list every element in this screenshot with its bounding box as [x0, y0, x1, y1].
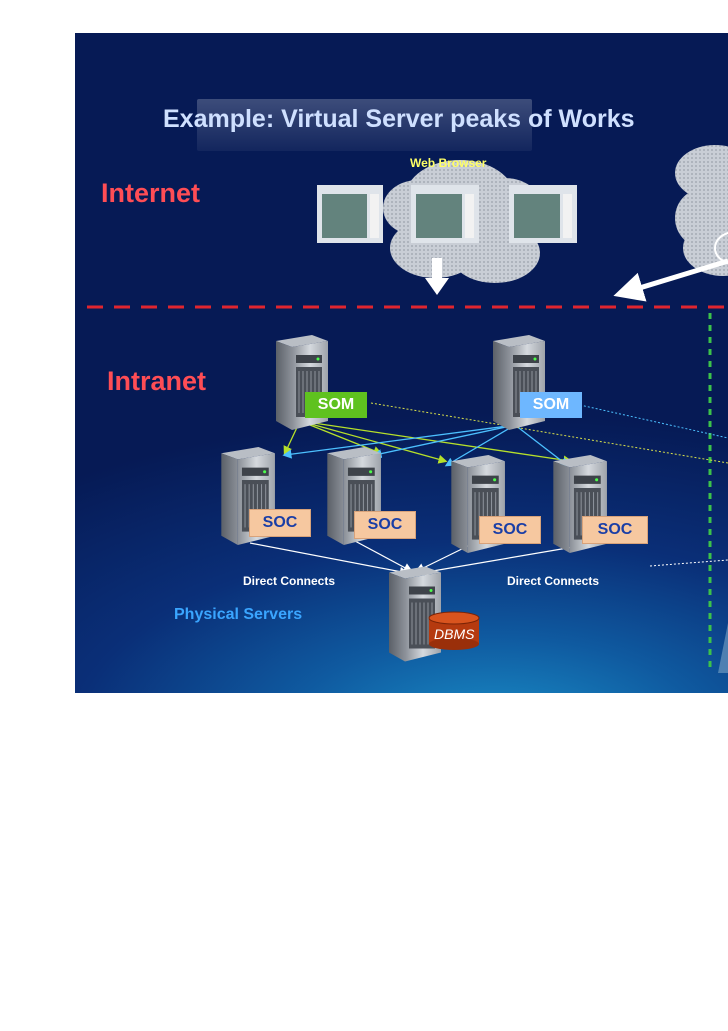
direct-connects-right: Direct Connects: [507, 574, 600, 588]
cloud-down-arrow-icon: [425, 258, 449, 295]
zone-intranet: Intranet: [107, 366, 207, 396]
dbms-label: DBMS: [434, 626, 475, 642]
big-arrow-left-icon: [613, 258, 728, 302]
direct-connects-left: Direct Connects: [243, 574, 336, 588]
internet-cloud-right: [675, 145, 728, 276]
right-edge-shape: [718, 623, 728, 673]
som-tag-2: SOM: [520, 392, 582, 418]
zone-internet: Internet: [101, 178, 201, 208]
diagram-graphics: [87, 145, 728, 673]
title-highlight: [197, 99, 532, 151]
som-soc-connections: [282, 402, 728, 567]
page-title: Example: Virtual Server peaks of Works: [163, 105, 635, 133]
soc-tag-3: SOC: [479, 516, 541, 544]
web-browser-label: Web Browser: [410, 156, 487, 170]
slide: Example: Virtual Server peaks of Works I…: [75, 33, 728, 693]
som-tag-1: SOM: [305, 392, 367, 418]
soc-tag-4: SOC: [582, 516, 648, 544]
soc-dbms-connections: [249, 540, 586, 577]
soc-tag-2: SOC: [354, 511, 416, 539]
soc-tag-1: SOC: [249, 509, 311, 537]
browser-thumbnails: [317, 185, 577, 243]
dbms-cylinder-icon: [428, 611, 480, 650]
physical-servers-label: Physical Servers: [174, 606, 303, 623]
